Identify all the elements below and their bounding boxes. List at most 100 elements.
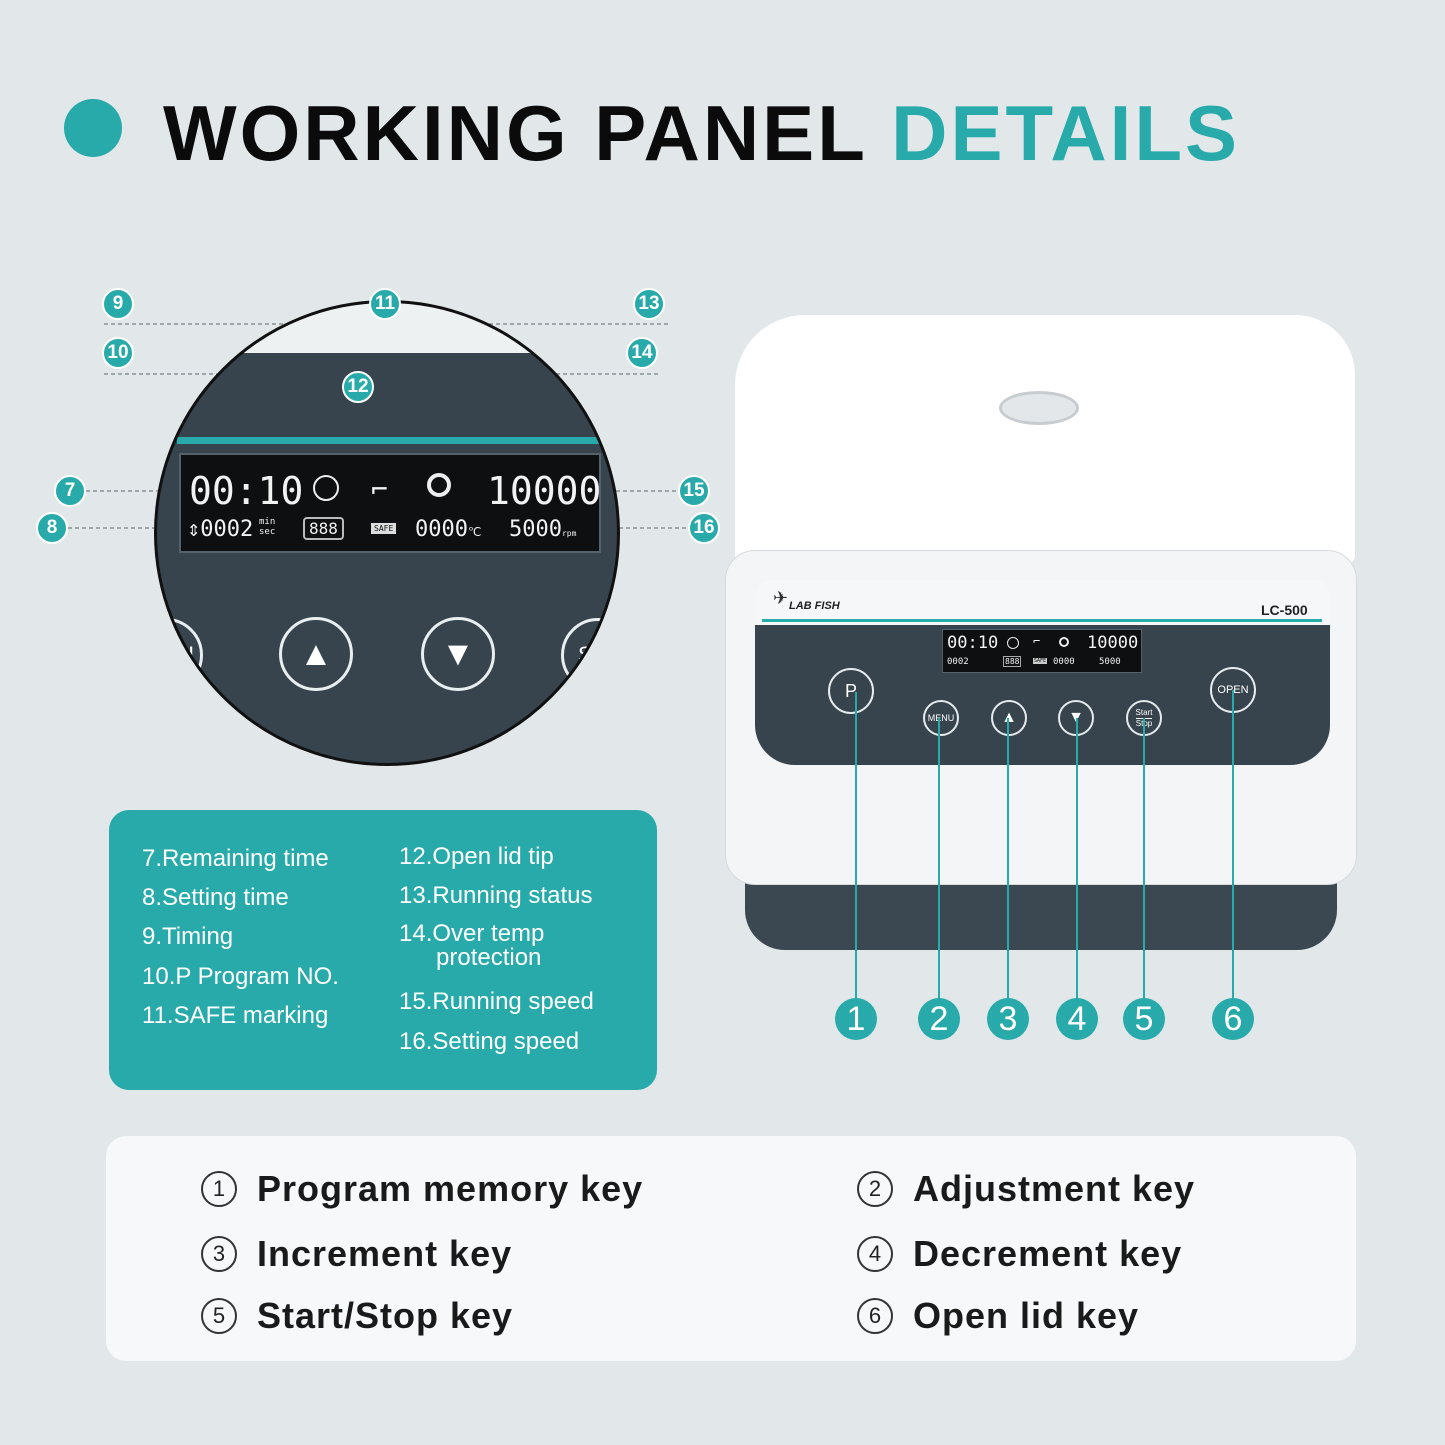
- callout-8: 8: [36, 512, 68, 544]
- lid-viewing-window: [999, 391, 1079, 425]
- device-program-readout: 888: [1003, 656, 1022, 667]
- device-callout-5: 5: [1123, 998, 1165, 1040]
- device-safe-marking: SAFE: [1033, 658, 1048, 664]
- legend-item-9: 9.Timing: [142, 923, 234, 950]
- legend-item-12: 12.Open lid tip: [399, 843, 554, 870]
- device-callout-2: 2: [918, 998, 960, 1040]
- program-number-readout: 888: [303, 517, 344, 540]
- panel-teal-line: [762, 619, 1322, 622]
- legend-panel: 7.Remaining time 8.Setting time 9.Timing…: [109, 810, 657, 1090]
- setting-speed-readout: 5000rpm: [509, 517, 576, 542]
- time-unit-sec: sec: [259, 527, 276, 537]
- leader-4: [1076, 718, 1078, 1000]
- partial-left-label: U: [178, 642, 194, 667]
- callout-10: 10: [102, 337, 134, 369]
- device-setting-time: 0002: [947, 657, 969, 667]
- fish-logo-icon: ✈: [773, 588, 789, 608]
- device-lid-icon: ⌐: [1033, 634, 1041, 648]
- running-speed-readout: 10000: [487, 469, 602, 513]
- key-item-3: 3 Increment key: [201, 1233, 512, 1275]
- control-panel-header: ✈ LAB FISH LC-500: [755, 580, 1330, 625]
- callout-9: 9: [102, 288, 134, 320]
- device-temp-readout: 0000: [1053, 657, 1075, 667]
- key-list-panel: 1 Program memory key 2 Adjustment key 3 …: [106, 1136, 1356, 1361]
- key-number-4: 4: [857, 1236, 893, 1272]
- setting-time-value: 0002: [200, 517, 254, 542]
- key-label-4: Decrement key: [913, 1233, 1183, 1274]
- key-label-2: Adjustment key: [913, 1168, 1196, 1209]
- leader-5: [1143, 718, 1145, 1000]
- temperature-unit: ℃: [467, 525, 482, 539]
- device-callout-4: 4: [1056, 998, 1098, 1040]
- setting-speed-value: 5000: [509, 517, 562, 542]
- device-time-readout: 00:10: [947, 633, 999, 653]
- key-item-5: 5 Start/Stop key: [201, 1295, 513, 1337]
- callout-12: 12: [342, 371, 374, 403]
- device-speed-readout: 10000: [1087, 633, 1139, 653]
- safe-marking: SAFE: [371, 523, 397, 534]
- zoom-up-arrow-icon: ▲: [279, 617, 353, 691]
- key-number-1: 1: [201, 1171, 237, 1207]
- up-arrow-icon[interactable]: ▲: [991, 700, 1027, 736]
- key-number-2: 2: [857, 1171, 893, 1207]
- callout-16: 16: [688, 512, 720, 544]
- callout-13: 13: [633, 288, 665, 320]
- callout-7: 7: [54, 475, 86, 507]
- title-bullet: [64, 99, 122, 157]
- temperature-readout: 0000℃: [415, 517, 481, 542]
- legend-item-11: 11.SAFE marking: [142, 1002, 329, 1029]
- legend-item-15: 15.Running speed: [399, 988, 594, 1015]
- menu-button[interactable]: MENU: [923, 700, 959, 736]
- model-label: LC-500: [1261, 602, 1308, 618]
- lid-open-icon: ⌐: [371, 473, 388, 506]
- callout-15: 15: [678, 475, 710, 507]
- setting-time-readout: ⇕0002: [187, 517, 254, 542]
- key-item-2: 2 Adjustment key: [857, 1168, 1195, 1210]
- zoom-down-arrow-icon: ▼: [421, 617, 495, 691]
- page-title: WORKING PANEL DETAILS: [163, 88, 1240, 179]
- legend-item-13: 13.Running status: [399, 882, 593, 909]
- key-item-1: 1 Program memory key: [201, 1168, 643, 1210]
- centrifuge-lid: [735, 315, 1355, 565]
- key-item-4: 4 Decrement key: [857, 1233, 1182, 1275]
- key-item-6: 6 Open lid key: [857, 1295, 1139, 1337]
- time-unit-min: min: [259, 517, 276, 527]
- key-number-6: 6: [857, 1298, 893, 1334]
- device-callout-3: 3: [987, 998, 1029, 1040]
- temperature-value: 0000: [415, 517, 468, 542]
- leader-1: [855, 692, 857, 1000]
- key-label-3: Increment key: [257, 1233, 513, 1274]
- legend-item-14-cont: protection: [436, 944, 542, 971]
- key-label-1: Program memory key: [257, 1168, 644, 1209]
- leader-3: [1007, 718, 1009, 1000]
- key-label-6: Open lid key: [913, 1295, 1140, 1336]
- legend-item-7: 7.Remaining time: [142, 845, 329, 872]
- callout-11: 11: [369, 288, 401, 320]
- timing-clock-icon: [313, 475, 339, 501]
- callout-14: 14: [626, 337, 658, 369]
- key-number-3: 3: [201, 1236, 237, 1272]
- brand-logo: LAB FISH: [789, 600, 840, 612]
- start-label: Start: [1135, 707, 1153, 717]
- running-status-icon: [427, 473, 451, 497]
- device-clock-icon: [1007, 637, 1019, 649]
- device-setting-speed: 5000: [1099, 657, 1121, 667]
- device-callout-1: 1: [835, 998, 877, 1040]
- remaining-time-readout: 00:10: [189, 469, 304, 513]
- p-button[interactable]: P: [828, 668, 874, 714]
- legend-item-16: 16.Setting speed: [399, 1028, 580, 1055]
- device-lcd-display: 00:10 ⌐ 10000 0002 888 SAFE 0000 5000: [942, 629, 1142, 673]
- zoom-start-button-partial: St: [561, 618, 617, 692]
- device-status-icon: [1059, 637, 1069, 647]
- leader-2: [938, 718, 940, 1000]
- key-number-5: 5: [201, 1298, 237, 1334]
- title-part2: DETAILS: [891, 89, 1241, 177]
- leader-6: [1232, 690, 1234, 1000]
- key-label-5: Start/Stop key: [257, 1295, 514, 1336]
- legend-item-14: 14.Over temp: [399, 920, 545, 947]
- partial-right-label: St: [578, 642, 599, 667]
- legend-item-8: 8.Setting time: [142, 884, 289, 911]
